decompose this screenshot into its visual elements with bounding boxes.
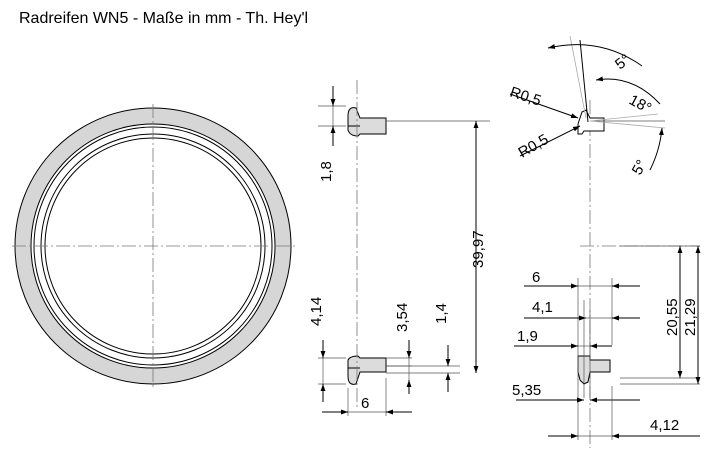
dim-5-35: 5,35	[512, 382, 541, 399]
dim-3-54: 3,54	[394, 303, 411, 332]
dim-21-29: 21,29	[682, 298, 699, 336]
detail-profile-top	[577, 109, 605, 135]
dim-1-8: 1,8	[318, 161, 335, 182]
dim-r0-5-bottom: R0,5	[516, 131, 552, 162]
dim-20-55: 20,55	[664, 298, 681, 336]
dim-4-14: 4,14	[308, 297, 325, 326]
dim-angle-18: 18°	[626, 92, 654, 118]
detail-profile-bottom	[577, 355, 611, 385]
dim-6-side: 6	[361, 395, 369, 412]
dim-r0-5-top: R0,5	[508, 84, 543, 110]
dim-4-1: 4,1	[532, 299, 553, 316]
dim-1-4: 1,4	[433, 303, 450, 324]
detail-view: 5° 18° 5° R0,5 R0,5 20,55 21,29 6 4,1	[508, 35, 701, 448]
dim-4-12: 4,12	[650, 417, 679, 434]
front-view-ring	[12, 104, 296, 388]
side-profile-bottom	[347, 355, 387, 385]
side-profile-top	[347, 107, 387, 137]
dim-39-97: 39,97	[470, 230, 487, 268]
drawing-title: Radreifen WN5 - Maße in mm - Th. Hey'l	[19, 10, 309, 27]
dim-angle-5-bottom: 5°	[629, 157, 651, 178]
side-view: 1,8 39,97 4,14 3,54 1,4 6	[308, 80, 490, 416]
dim-angle-5-top: 5°	[612, 51, 634, 73]
dim-6-detail: 6	[532, 269, 540, 286]
dim-1-9: 1,9	[517, 328, 538, 345]
